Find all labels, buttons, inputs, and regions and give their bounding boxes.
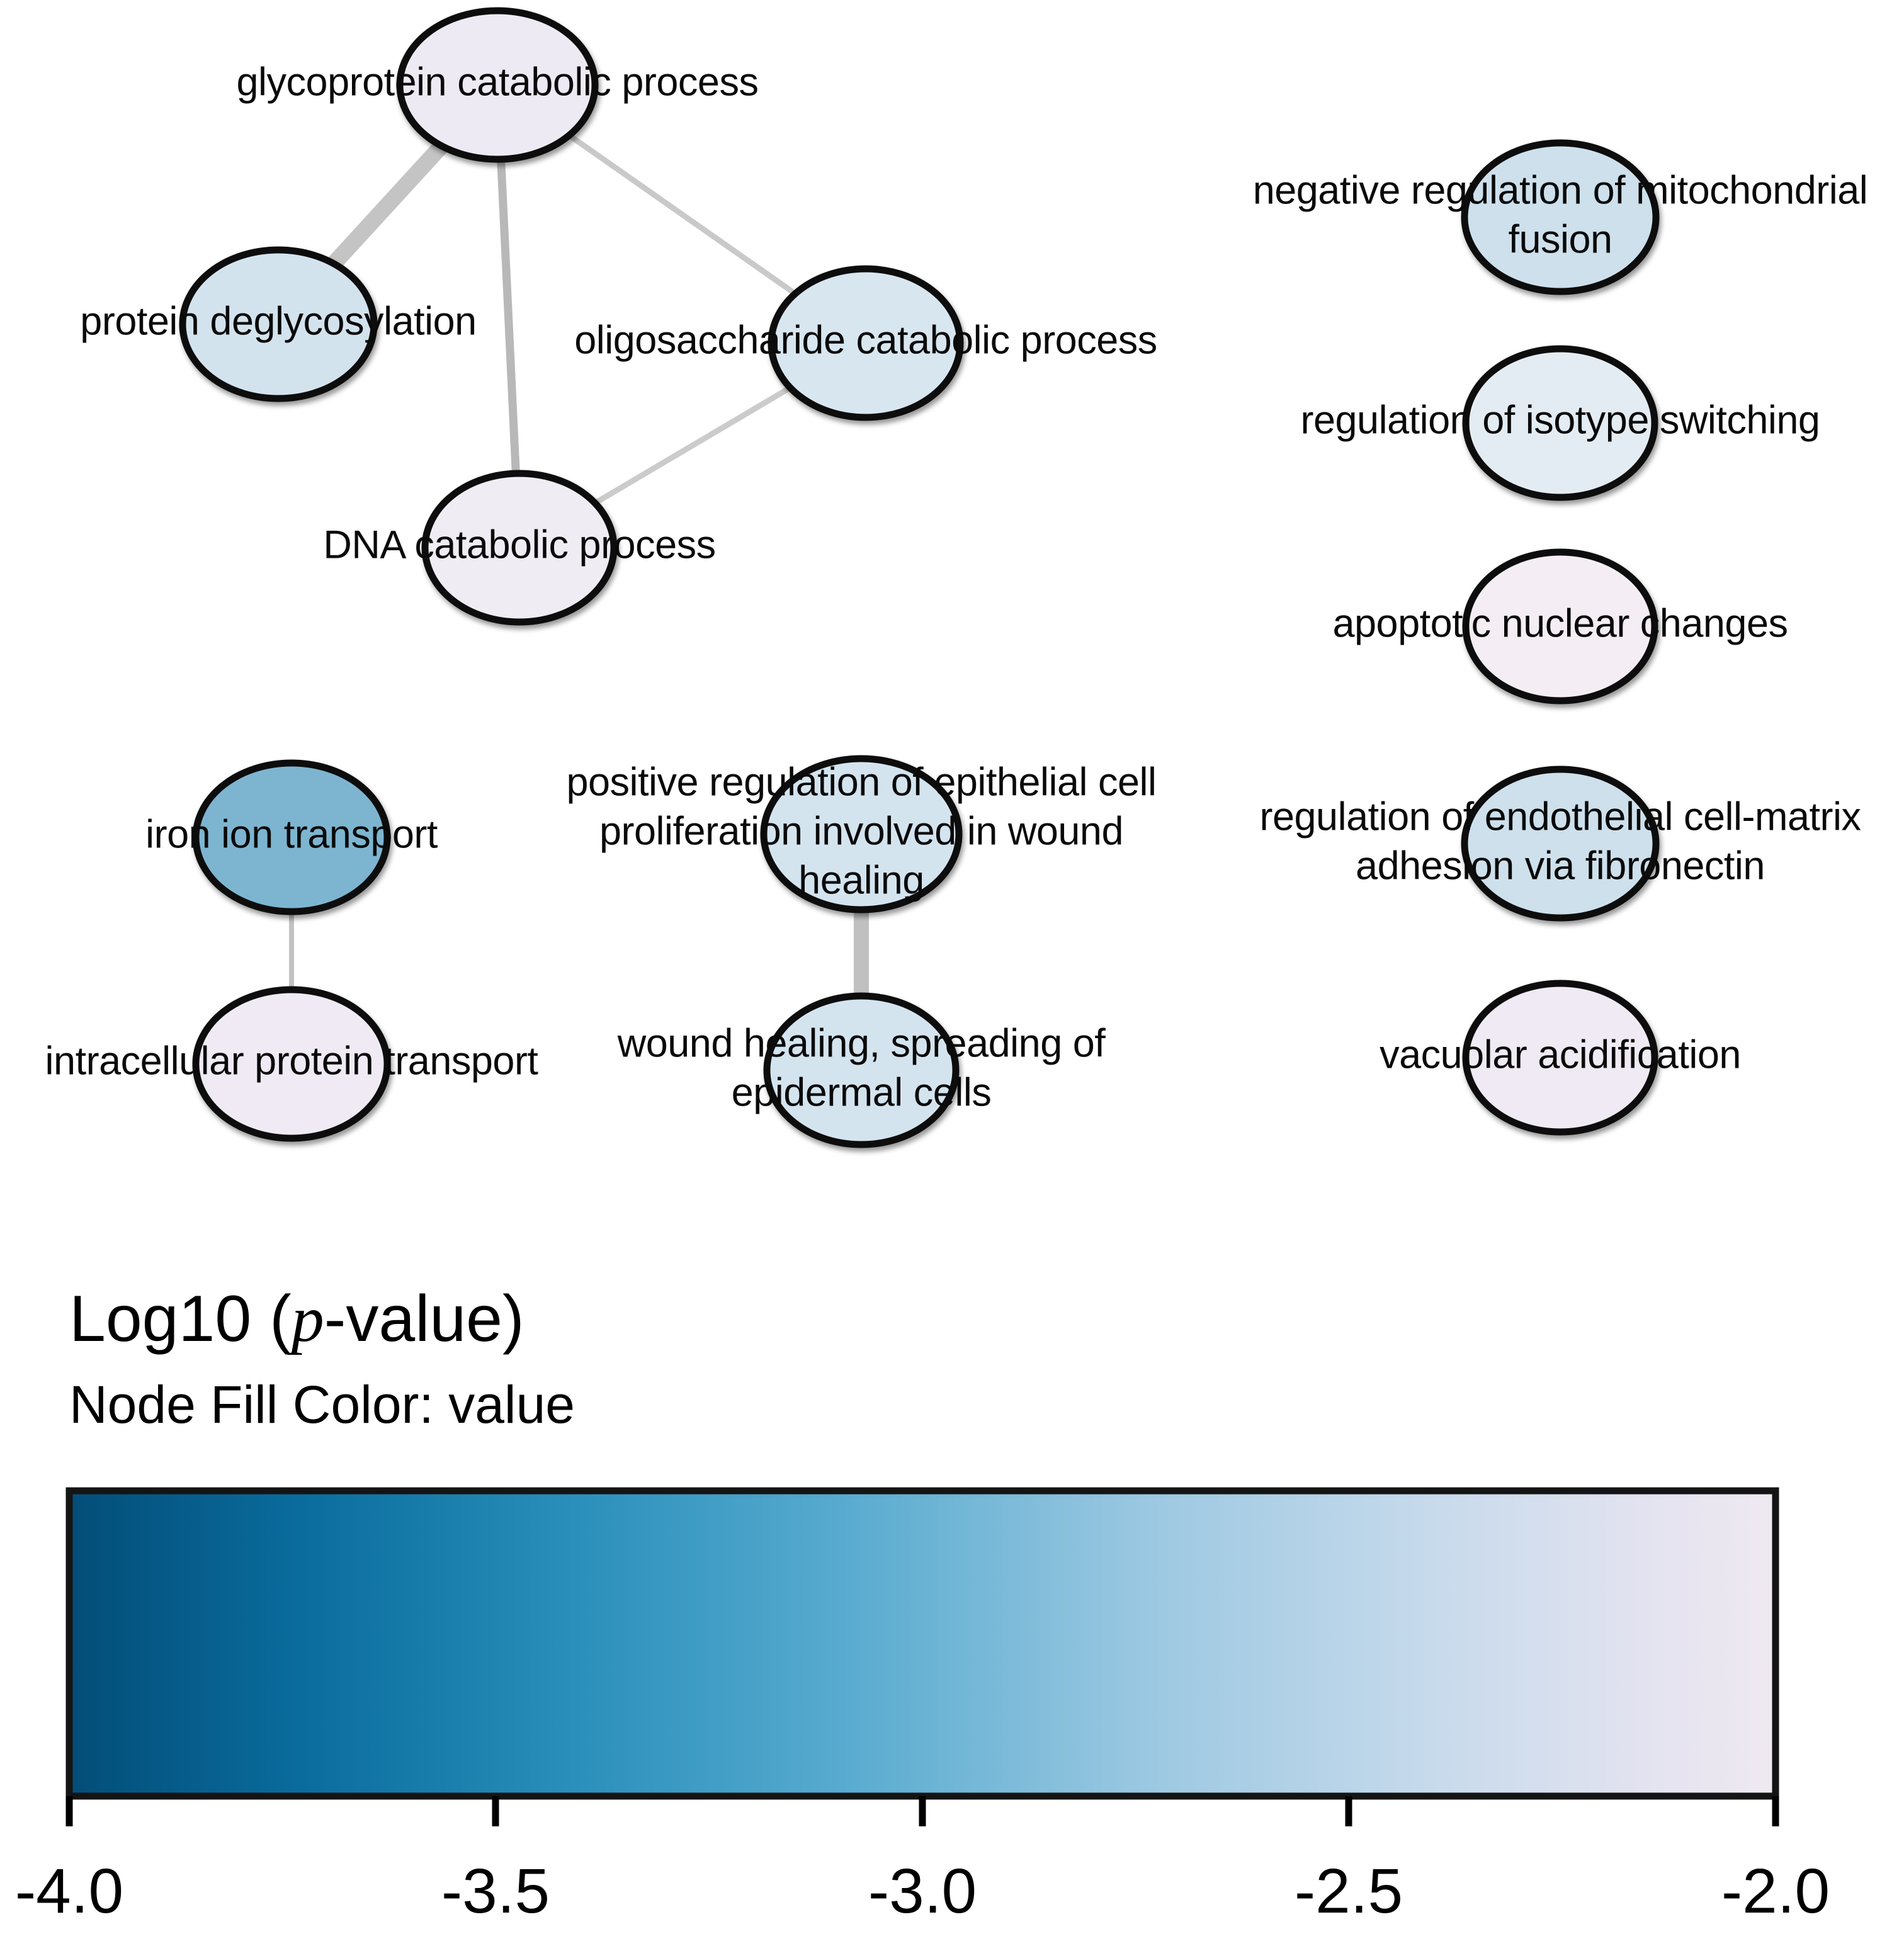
- node-label-line: intracellular protein transport: [45, 1039, 539, 1083]
- colorbar-tick-label: -4.0: [15, 1856, 123, 1926]
- node-label-endothelial-adhesion: regulation of endothelial cell-matrix adh…: [1259, 795, 1861, 888]
- node-label-iron-transport: iron ion transport: [145, 813, 438, 857]
- node-label-line: iron ion transport: [145, 813, 438, 857]
- node-deglycosylation[interactable]: [179, 246, 378, 402]
- node-isotype-switching[interactable]: [1462, 345, 1658, 501]
- node-label-line: oligosaccharide catabolic process: [574, 319, 1157, 363]
- node-label-line: adhesion via fibronectin: [1356, 844, 1765, 888]
- color-legend: Log10 (p-value) Node Fill Color: value -…: [15, 1282, 1830, 1926]
- colorbar-tick-label: -3.0: [868, 1856, 977, 1926]
- node-label-mito-fusion: negative regulation of mitochondrial fusi…: [1253, 169, 1868, 262]
- node-apoptotic-nuclear[interactable]: [1462, 548, 1658, 704]
- node-label-line: positive regulation of epithelial cell: [566, 761, 1156, 805]
- node-label-line: regulation of isotype switching: [1301, 399, 1820, 443]
- node-label-line: DNA catabolic process: [323, 523, 715, 567]
- node-label-isotype-switching: regulation of isotype switching: [1301, 399, 1820, 443]
- node-label-intracellular-protein: intracellular protein transport: [45, 1039, 539, 1083]
- node-glycoprotein[interactable]: [396, 7, 599, 163]
- node-oligosaccharide[interactable]: [768, 265, 964, 421]
- node-label-line: epidermal cells: [732, 1071, 992, 1115]
- legend-title: Log10 (p-value): [69, 1282, 524, 1355]
- node-label-dna-catabolic: DNA catabolic process: [323, 523, 716, 567]
- node-dna-catabolic[interactable]: [421, 470, 618, 626]
- node-label-deglycosylation: protein deglycosylation: [80, 300, 477, 344]
- node-label-glycoprotein: glycoprotein catabolic process: [237, 60, 759, 105]
- node-label-wound-spreading: wound healing, spreading of epidermal cel…: [617, 1022, 1106, 1115]
- colorbar-tick-layer: -4.0 -3.5 -3.0 -2.5 -2.0: [15, 1796, 1830, 1926]
- node-label-line: protein deglycosylation: [80, 300, 476, 344]
- legend-subtitle: Node Fill Color: value: [69, 1375, 575, 1434]
- colorbar-tick-label: -3.5: [441, 1856, 550, 1926]
- node-label-line: wound healing, spreading of: [617, 1022, 1106, 1066]
- node-epithelial-prolif[interactable]: [760, 755, 963, 913]
- colorbar-tick-label: -2.0: [1721, 1856, 1830, 1926]
- node-label-line: fusion: [1508, 218, 1612, 262]
- node-iron-transport[interactable]: [192, 759, 391, 915]
- legend-title-italic-p: p: [287, 1283, 324, 1355]
- node-label-line: negative regulation of mitochondrial: [1253, 169, 1868, 213]
- node-wound-spreading[interactable]: [763, 992, 960, 1148]
- node-label-line: healing: [798, 859, 924, 903]
- node-endothelial-adhesion[interactable]: [1461, 766, 1660, 922]
- node-label-line: apoptotic nuclear changes: [1332, 602, 1788, 646]
- node-label-line: vacuolar acidification: [1380, 1033, 1741, 1077]
- node-label-line: glycoprotein catabolic process: [237, 60, 759, 105]
- node-label-line: proliferation involved in wound: [599, 810, 1123, 854]
- colorbar-tick-label: -2.5: [1295, 1856, 1403, 1926]
- node-intracellular-protein[interactable]: [192, 986, 391, 1142]
- node-label-line: regulation of endothelial cell-matrix: [1259, 795, 1861, 839]
- colorbar[interactable]: [65, 1487, 1779, 1800]
- node-vacuolar-acid[interactable]: [1462, 980, 1658, 1136]
- node-layer: glycoprotein catabolic process protein de…: [45, 7, 1868, 1148]
- node-label-oligosaccharide: oligosaccharide catabolic process: [574, 319, 1157, 363]
- node-mito-fusion[interactable]: [1461, 139, 1660, 295]
- node-label-vacuolar-acid: vacuolar acidification: [1380, 1033, 1741, 1077]
- node-label-apoptotic-nuclear: apoptotic nuclear changes: [1332, 602, 1788, 646]
- node-label-epithelial-prolif: positive regulation of epithelial cell pr…: [566, 761, 1157, 903]
